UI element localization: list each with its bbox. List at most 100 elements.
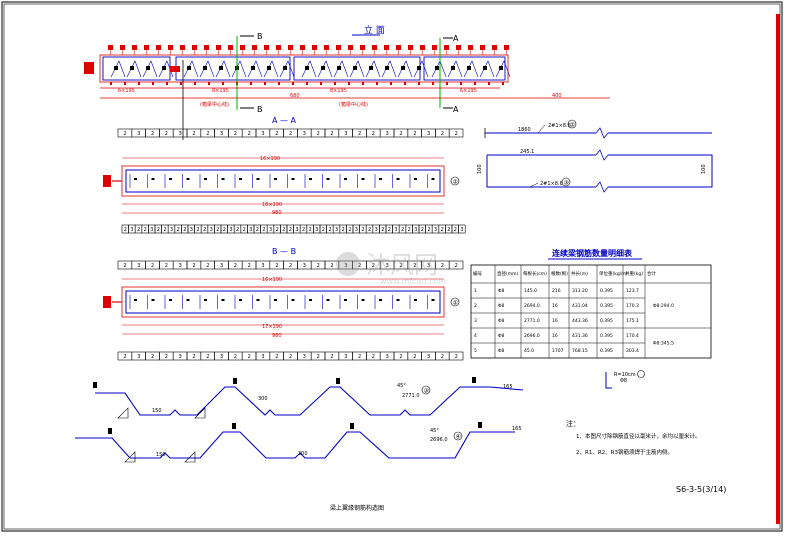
circle-marker-row2-text: ④ <box>456 434 461 441</box>
section-left-anchor <box>103 296 111 308</box>
section-dot <box>361 299 365 301</box>
slope-triangle <box>194 407 206 419</box>
cell-value: 2 <box>192 263 195 269</box>
right-detail-top-label: 1860 <box>518 127 531 133</box>
bar-tick <box>232 423 236 429</box>
joint-text-2: (箱梁中心线) <box>339 101 368 108</box>
rebar-node <box>130 66 134 70</box>
table-cell: 0.395 <box>600 318 613 324</box>
circle-marker-row1-text: ③ <box>424 388 429 395</box>
table-cell: 0.395 <box>600 348 613 354</box>
section-dot <box>396 299 400 301</box>
bent2-label-2: 300 <box>298 451 308 457</box>
cell-value: 2 <box>372 354 375 360</box>
cell-value: 2 <box>206 354 209 360</box>
circle-marker-3 <box>561 177 571 187</box>
cell-value: 3 <box>427 354 430 360</box>
cell-value: 2 <box>317 263 320 269</box>
section-dot <box>256 178 260 180</box>
cell-value: 3 <box>427 263 430 269</box>
top-stud <box>132 45 137 50</box>
bent-bar-row-2 <box>75 431 515 459</box>
u-detail-left-label: 245.1 <box>520 149 534 155</box>
section-dot <box>221 299 225 301</box>
cell-value: 2 <box>421 227 424 233</box>
cell-value: 2 <box>399 131 402 137</box>
cell-value: 2 <box>192 131 195 137</box>
section-circle-marker <box>450 176 460 186</box>
section-dot <box>414 178 417 180</box>
top-stud <box>396 45 401 50</box>
cell-value: 3 <box>386 354 389 360</box>
cell-value: 2 <box>123 354 126 360</box>
cut-label-a-bottom: A <box>453 105 459 114</box>
cell-value: 2 <box>275 354 278 360</box>
cell-value: 3 <box>137 354 140 360</box>
top-stud <box>120 45 125 50</box>
rebar-node <box>187 66 191 70</box>
table-header-cell: 合计 <box>647 270 656 277</box>
section-dot <box>204 299 207 301</box>
u-detail-note: 2#1×8.6 <box>540 181 563 187</box>
table-cell: 0.395 <box>600 333 613 339</box>
cell-value: 3 <box>137 263 140 269</box>
slope-triangle <box>124 451 136 463</box>
truss-diagonal <box>142 60 158 78</box>
cell-value: 2 <box>248 263 251 269</box>
left-anchor <box>84 62 94 74</box>
u-detail-side-label-right: 100 <box>701 164 707 174</box>
cell-value: 3 <box>344 354 347 360</box>
table-cell: Φ8 <box>498 348 505 354</box>
truss-diagonal <box>447 60 463 78</box>
rebar-node <box>283 66 287 70</box>
circle-marker-3-text: ③ <box>564 180 569 187</box>
slope-triangle <box>117 407 129 419</box>
section-dot <box>414 299 417 301</box>
circle-marker-2 <box>567 119 577 129</box>
cell-value: 2 <box>276 227 279 233</box>
section-dot <box>309 178 312 180</box>
top-stud <box>168 45 173 50</box>
cell-value: 2 <box>330 354 333 360</box>
cell-value: 2 <box>317 131 320 137</box>
slope-triangle <box>184 451 196 463</box>
right-detail-callout: 2#1×8.6 <box>548 123 571 129</box>
cell-value: 2 <box>234 354 237 360</box>
top-stud <box>288 45 293 50</box>
u-detail-side-label: 100 <box>477 164 483 174</box>
notes-line-2: 2、R1、R2、R3钢筋须焊于主筋内侧。 <box>576 448 673 456</box>
table-cell: Φ8 <box>498 288 505 294</box>
cell-value: 2 <box>372 263 375 269</box>
bottom-tick <box>278 82 280 85</box>
small-detail-sub: Φ8 <box>620 378 627 384</box>
small-detail-hook <box>605 372 612 389</box>
rebar-node <box>162 66 166 70</box>
top-stud <box>348 45 353 50</box>
cell-value: 2 <box>317 354 320 360</box>
table-cell: 431.04 <box>572 303 588 309</box>
cell-value: 2 <box>413 263 416 269</box>
truss-diagonal <box>247 60 263 78</box>
section-dot <box>204 178 207 180</box>
cell-value: 2 <box>330 263 333 269</box>
table-header-cell: 直径(mm) <box>497 270 519 277</box>
table-cell: 431.36 <box>572 333 588 339</box>
table-header-cell: 每根长(cm) <box>523 270 547 277</box>
cell-value: 3 <box>355 227 358 233</box>
cell-value: 3 <box>394 227 397 233</box>
section-dot <box>256 299 260 301</box>
section-dot <box>361 178 365 180</box>
cell-value: 3 <box>315 227 318 233</box>
truss-diagonal <box>199 60 215 78</box>
rebar-node <box>467 66 471 70</box>
rebar-node <box>417 66 421 70</box>
section-dot <box>309 299 312 301</box>
table-cell: Φ8 <box>498 333 505 339</box>
watermark-url: www.mfcad.com <box>380 277 446 286</box>
top-stud <box>480 45 485 50</box>
cell-value: 2 <box>441 263 444 269</box>
section-dot <box>239 299 242 301</box>
sec-b-top-dim: 16×190 <box>262 277 282 283</box>
section-dot <box>221 178 225 180</box>
